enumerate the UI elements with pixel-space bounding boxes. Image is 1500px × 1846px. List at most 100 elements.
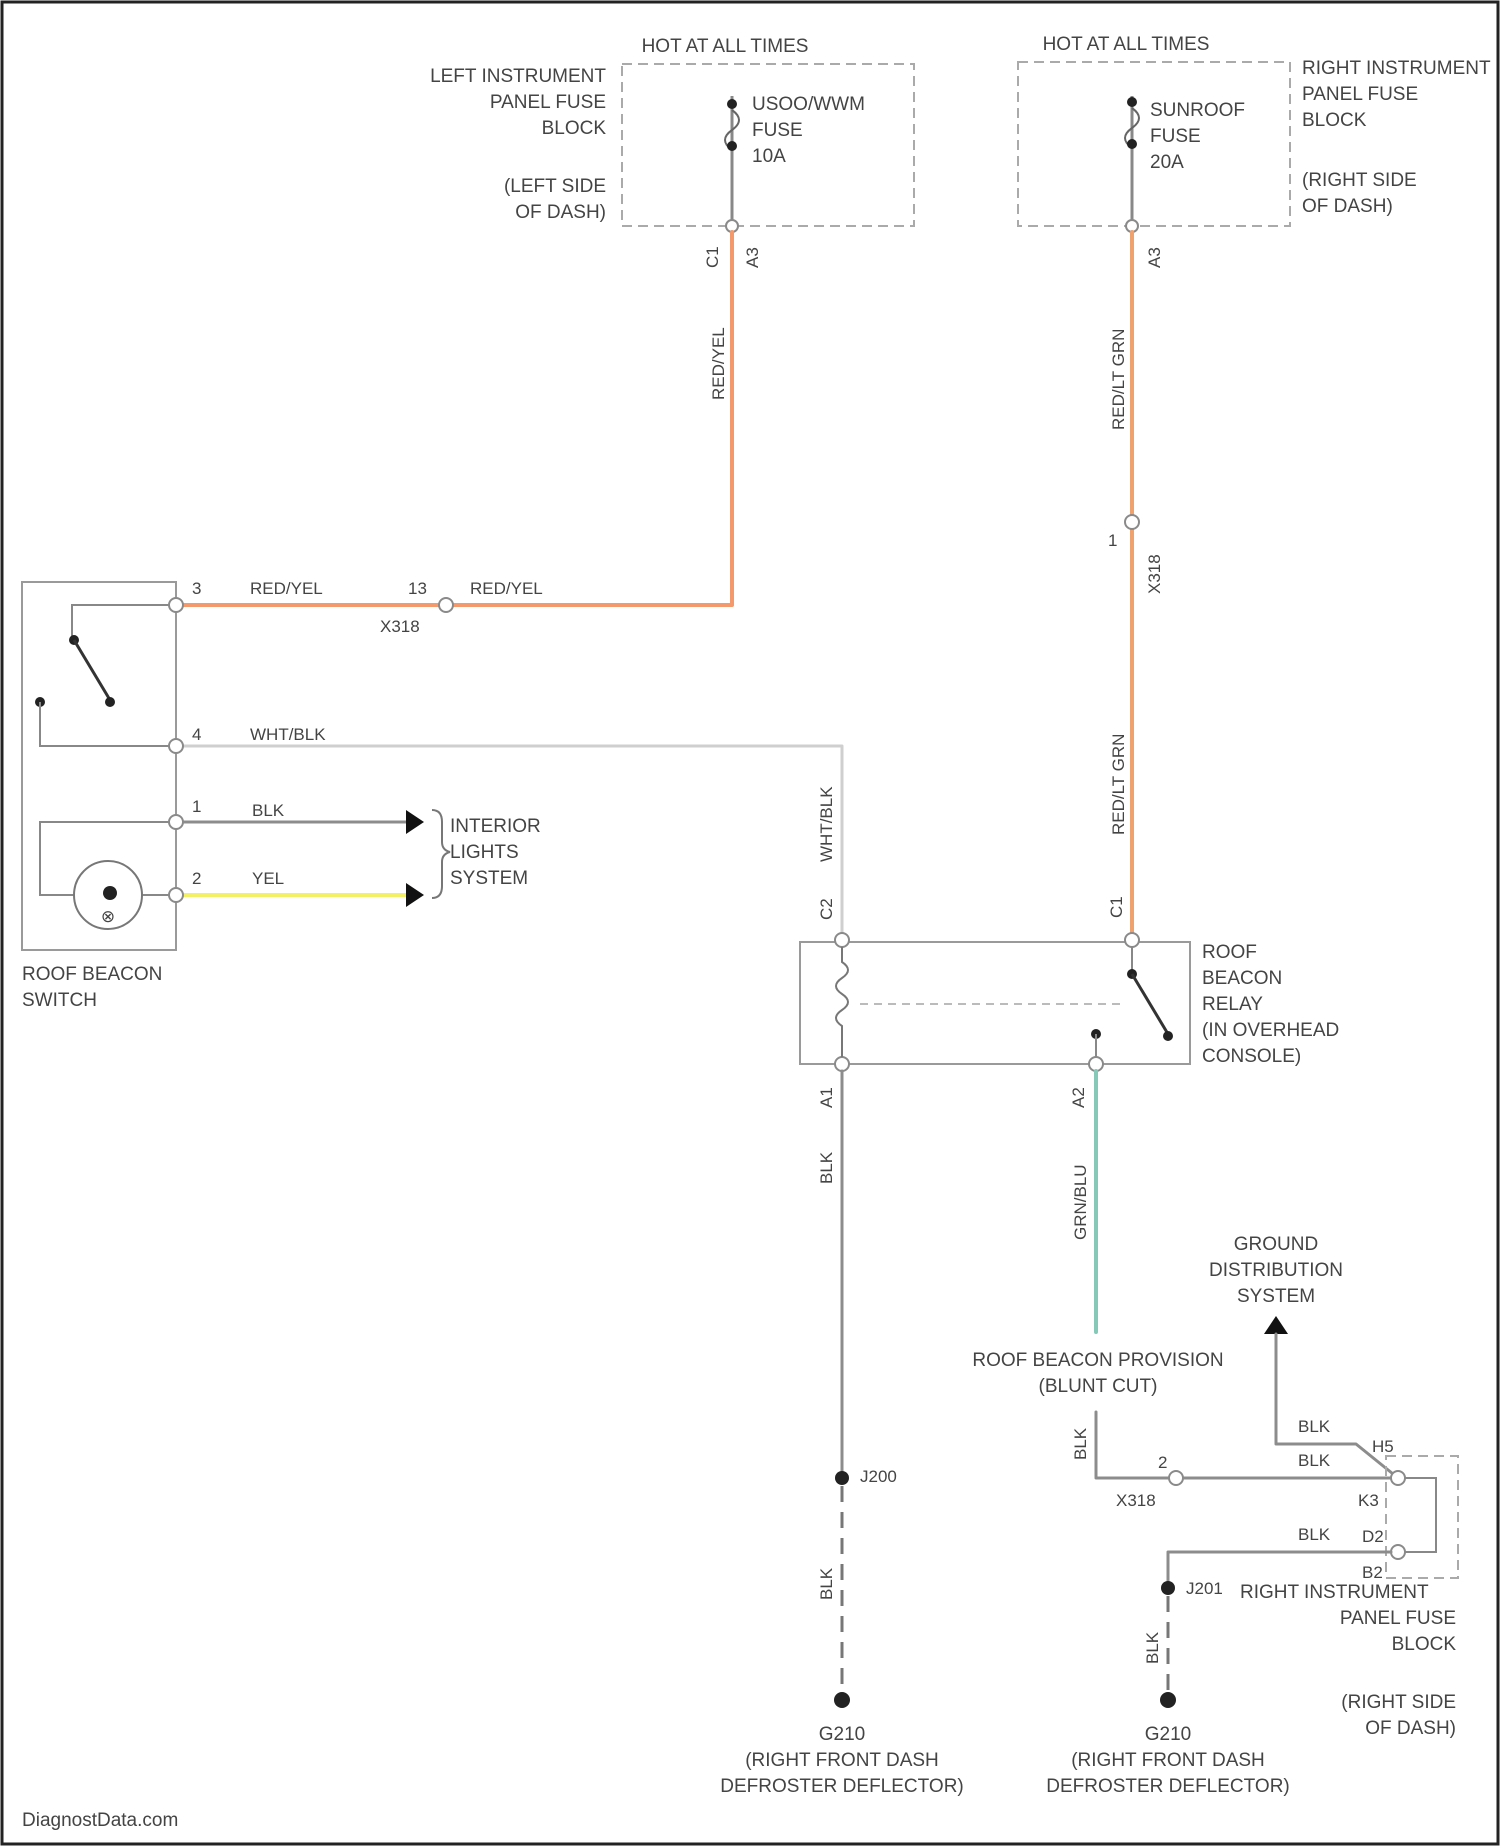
switch-pin-4-terminal bbox=[169, 739, 183, 753]
relay-contact-open bbox=[1163, 1031, 1173, 1041]
fuse-block-bottom-name-2: PANEL FUSE bbox=[1340, 1608, 1456, 1629]
x318-left-pin: 13 bbox=[408, 579, 427, 598]
switch-pin-2-terminal bbox=[169, 888, 183, 902]
wire-label-red-lt-grn-2: RED/LT GRN bbox=[1109, 734, 1128, 835]
right-fuse-pin-a: A3 bbox=[1145, 247, 1164, 268]
splice-j201-label: J201 bbox=[1186, 1579, 1223, 1598]
wire-label-blk-g1: BLK bbox=[1298, 1417, 1331, 1436]
fuse-block-pin-k3: K3 bbox=[1358, 1491, 1379, 1510]
ground-g210-left-icon bbox=[834, 1692, 850, 1708]
relay-name-4: (IN OVERHEAD bbox=[1202, 1020, 1339, 1041]
switch-pin-1-terminal bbox=[169, 815, 183, 829]
lamp-glyph: ⊗ bbox=[101, 907, 115, 926]
right-fuse-terminal-top bbox=[1127, 97, 1137, 107]
relay-name-2: BEACON bbox=[1202, 968, 1282, 989]
provision-label-2: (BLUNT CUT) bbox=[1039, 1376, 1158, 1397]
right-fuse-name-3: 20A bbox=[1150, 152, 1184, 173]
ground-left-id: G210 bbox=[819, 1724, 865, 1745]
fuse-block-bottom-side-2: OF DASH) bbox=[1365, 1718, 1456, 1739]
ground-left-desc-1: (RIGHT FRONT DASH bbox=[745, 1750, 939, 1771]
left-fuse-block-name-1: LEFT INSTRUMENT bbox=[430, 66, 606, 87]
relay-pin-a1: A1 bbox=[817, 1087, 836, 1108]
fuse-block-pin-h5: H5 bbox=[1372, 1437, 1394, 1456]
left-fuse-name-1: USOO/WWM bbox=[752, 94, 865, 115]
relay-pin-c1: C1 bbox=[1107, 896, 1126, 918]
left-fuse-terminal-top bbox=[727, 99, 737, 109]
provision-label-1: ROOF BEACON PROVISION bbox=[972, 1350, 1223, 1371]
ground-g210-right-icon bbox=[1160, 1692, 1176, 1708]
fuse-block-pin-d2: D2 bbox=[1362, 1527, 1384, 1546]
ground-right-desc-2: DEFROSTER DEFLECTOR) bbox=[1046, 1776, 1290, 1797]
interior-lights-label-3: SYSTEM bbox=[450, 868, 528, 889]
left-fuse-block-side-1: (LEFT SIDE bbox=[504, 176, 606, 197]
x318-right-label: X318 bbox=[1145, 554, 1164, 594]
switch-pin-3-terminal bbox=[169, 598, 183, 612]
wire-label-red-yel-vertical: RED/YEL bbox=[709, 327, 728, 400]
relay-c1-terminal bbox=[1125, 933, 1139, 947]
fuse-block-bottom-name-3: BLOCK bbox=[1392, 1634, 1457, 1655]
left-fuse-name-2: FUSE bbox=[752, 120, 803, 141]
wire-label-blk-provision: BLK bbox=[1071, 1427, 1090, 1460]
left-fuse-header: HOT AT ALL TIMES bbox=[642, 36, 809, 57]
relay-name-3: RELAY bbox=[1202, 994, 1263, 1015]
x318-connector-bottom bbox=[1169, 1471, 1183, 1485]
left-fuse-block-name-3: BLOCK bbox=[542, 118, 607, 139]
ground-distribution-label-3: SYSTEM bbox=[1237, 1286, 1315, 1307]
switch-pin-2: 2 bbox=[192, 869, 201, 888]
wire-label-blk-g2: BLK bbox=[1298, 1451, 1331, 1470]
left-fuse-block-side-2: OF DASH) bbox=[515, 202, 606, 223]
wire-label-red-lt-grn-1: RED/LT GRN bbox=[1109, 329, 1128, 430]
splice-j201 bbox=[1161, 1581, 1175, 1595]
fuse-block-bottom-side-1: (RIGHT SIDE bbox=[1341, 1692, 1456, 1713]
wire-label-yel: YEL bbox=[252, 869, 284, 888]
wire-label-blk-switch: BLK bbox=[252, 801, 285, 820]
x318-connector-left bbox=[439, 598, 453, 612]
right-fuse-header: HOT AT ALL TIMES bbox=[1043, 34, 1210, 55]
ground-distribution-label-2: DISTRIBUTION bbox=[1209, 1260, 1343, 1281]
relay-a2-terminal bbox=[1089, 1057, 1103, 1071]
wire-label-blk-j200: BLK bbox=[817, 1567, 836, 1600]
fuse-block-h5-k3-terminal bbox=[1391, 1471, 1405, 1485]
wire-label-red-yel-2: RED/YEL bbox=[470, 579, 543, 598]
switch-pin-3: 3 bbox=[192, 579, 201, 598]
x318-bottom-pin: 2 bbox=[1158, 1453, 1167, 1472]
relay-c2-terminal bbox=[835, 933, 849, 947]
relay-name-5: CONSOLE) bbox=[1202, 1046, 1301, 1067]
relay-pin-c2: C2 bbox=[817, 898, 836, 920]
fuse-block-d2-b2-terminal bbox=[1391, 1545, 1405, 1559]
wire-label-wht-blk-horizontal: WHT/BLK bbox=[250, 725, 326, 744]
splice-j200-label: J200 bbox=[860, 1467, 897, 1486]
splice-j200 bbox=[835, 1471, 849, 1485]
wire-label-blk-j201: BLK bbox=[1143, 1631, 1162, 1664]
switch-pin-4: 4 bbox=[192, 725, 201, 744]
left-fuse-pin-a: C1 bbox=[703, 246, 722, 268]
wire-label-red-yel-1: RED/YEL bbox=[250, 579, 323, 598]
switch-pin-1: 1 bbox=[192, 797, 201, 816]
right-fuse-block-name-2: PANEL FUSE bbox=[1302, 84, 1418, 105]
ground-right-id: G210 bbox=[1145, 1724, 1191, 1745]
right-fuse-block-name-1: RIGHT INSTRUMENT bbox=[1302, 58, 1491, 79]
switch-name-2: SWITCH bbox=[22, 990, 97, 1011]
wire-label-blk-g3: BLK bbox=[1298, 1525, 1331, 1544]
fuse-block-bottom-name-1: RIGHT INSTRUMENT bbox=[1240, 1582, 1429, 1603]
ground-right-desc-1: (RIGHT FRONT DASH bbox=[1071, 1750, 1265, 1771]
left-fuse-name-3: 10A bbox=[752, 146, 786, 167]
interior-lights-label-2: LIGHTS bbox=[450, 842, 519, 863]
wire-label-blk-relay: BLK bbox=[817, 1151, 836, 1184]
lamp-filament-icon bbox=[103, 886, 117, 900]
x318-connector-right bbox=[1125, 515, 1139, 529]
watermark: DiagnostData.com bbox=[22, 1810, 178, 1831]
left-fuse-terminal-bottom bbox=[727, 141, 737, 151]
left-fuse-block-name-2: PANEL FUSE bbox=[490, 92, 606, 113]
right-fuse-block-side-1: (RIGHT SIDE bbox=[1302, 170, 1417, 191]
x318-left-label: X318 bbox=[380, 617, 420, 636]
wire-label-grn-blu: GRN/BLU bbox=[1071, 1164, 1090, 1240]
ground-left-desc-2: DEFROSTER DEFLECTOR) bbox=[720, 1776, 964, 1797]
x318-bottom-label: X318 bbox=[1116, 1491, 1156, 1510]
relay-name-1: ROOF bbox=[1202, 942, 1257, 963]
ground-distribution-label-1: GROUND bbox=[1234, 1234, 1318, 1255]
right-fuse-terminal-bottom bbox=[1127, 139, 1137, 149]
fuse-block-pin-b2: B2 bbox=[1362, 1563, 1383, 1582]
